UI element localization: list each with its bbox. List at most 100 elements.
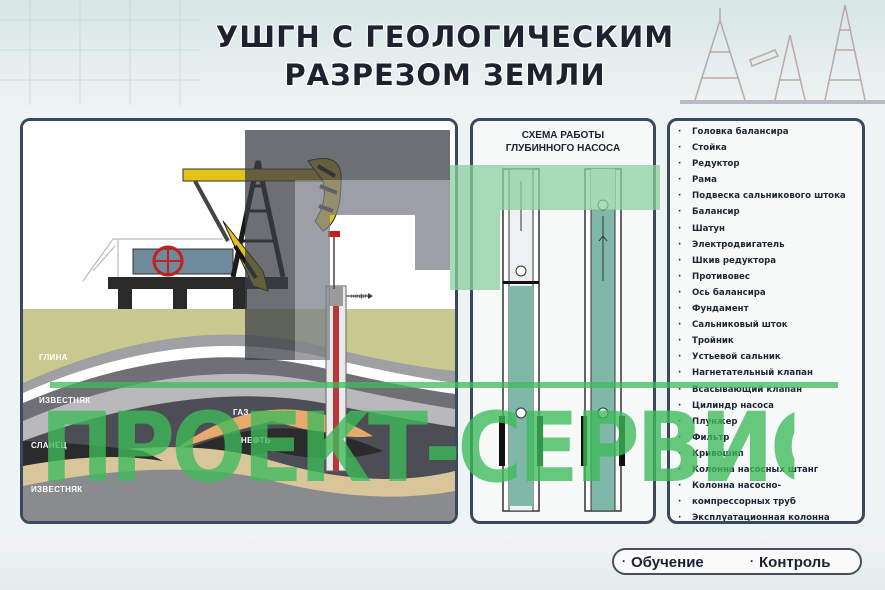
legend-item-label: Цилиндр насоса	[692, 400, 774, 411]
legend-item-label: Редуктор	[692, 159, 740, 170]
legend-bullet: ·	[678, 127, 682, 137]
legend-bullet: ·	[678, 400, 682, 411]
layer-label-clay: ГЛИНА	[39, 353, 68, 362]
legend-item-label: Балансир	[692, 207, 740, 218]
legend-item-label: Фильтр	[692, 432, 730, 443]
legend-item: · Плунжер	[678, 414, 846, 430]
legend-bullet: ·	[678, 368, 682, 379]
page-title-line-2: РАЗРЕЗОМ ЗЕМЛИ	[284, 58, 606, 92]
page-title: УШГН С ГЕОЛОГИЧЕСКИМ РАЗРЕЗОМ ЗЕМЛИ	[180, 18, 710, 94]
legend-item-label: Всасывающий клапан	[692, 384, 803, 395]
training-bullet: ·	[622, 554, 626, 568]
legend-item: · Подвеска сальникового штока	[678, 188, 846, 204]
geology-cross-section	[23, 121, 455, 521]
geology-section-panel: ГЛИНА ИЗВЕСТНЯК ГАЗ СЛАНЕЦ НЕФТЬ ИЗВЕСТН…	[20, 118, 458, 524]
legend-item: · Шатун	[678, 221, 846, 237]
outflow-label: нефть	[351, 293, 372, 300]
training-label: Обучение	[631, 554, 704, 571]
legend-item: · Колонна насосных штанг	[678, 462, 846, 478]
legend-item-label: Эксплуатационная колонна	[692, 513, 830, 524]
legend-bullet: ·	[678, 481, 682, 492]
legend-bullet: ·	[678, 497, 682, 508]
legend-item-label: Сальниковый шток	[692, 320, 788, 331]
pump-scheme-title: СХЕМА РАБОТЫ ГЛУБИННОГО НАСОСА	[473, 129, 653, 155]
layer-label-limestone-top: ИЗВЕСТНЯК	[39, 396, 91, 405]
legend-bullet: ·	[678, 175, 682, 186]
legend-bullet: ·	[678, 416, 682, 427]
legend-item-label: Колонна насосных штанг	[692, 464, 819, 475]
control-button[interactable]: · Контроль	[750, 550, 830, 573]
legend-bullet: ·	[678, 159, 682, 170]
legend-item-label: Шкив редуктора	[692, 255, 777, 266]
legend-item-label: Головка балансира	[692, 127, 789, 137]
layer-label-limestone-bottom: ИЗВЕСТНЯК	[31, 485, 83, 494]
legend-item: · Фундамент	[678, 301, 846, 317]
legend-item-label: Фундамент	[692, 304, 749, 315]
legend-item-label: Стойка	[692, 143, 727, 154]
legend-item: · компрессорных труб	[678, 494, 846, 510]
legend-item: · Нагнетательный клапан	[678, 365, 846, 381]
legend-list: ·Головка балансира·Стойка·Редуктор·Рама·…	[678, 124, 846, 524]
legend-panel: ·Головка балансира·Стойка·Редуктор·Рама·…	[667, 118, 865, 524]
legend-bullet: ·	[678, 143, 682, 154]
legend-bullet: ·	[678, 384, 682, 395]
legend-item-label: Плунжер	[692, 416, 738, 427]
legend-bullet: ·	[678, 287, 682, 298]
pump-scheme-title-line-2: ГЛУБИННОГО НАСОСА	[505, 143, 621, 154]
footer-nav: · Обучение · Контроль	[612, 548, 862, 575]
legend-item: ·Кривошип	[678, 446, 846, 462]
legend-bullet: ·	[678, 255, 682, 266]
legend-bullet: ·	[678, 320, 682, 331]
legend-bullet: ·	[678, 223, 682, 234]
legend-bullet: ·	[678, 432, 682, 443]
legend-item-label: Ось балансира	[692, 287, 766, 298]
legend-item-label: Рама	[692, 175, 717, 186]
legend-item: · Редуктор	[678, 156, 846, 172]
pump-scheme-panel: СХЕМА РАБОТЫ ГЛУБИННОГО НАСОСА	[470, 118, 656, 524]
layer-label-shale: СЛАНЕЦ	[31, 441, 67, 450]
legend-item-label: Шатун	[692, 223, 725, 234]
legend-item-label: Противовес	[692, 271, 750, 282]
control-label: Контроль	[759, 554, 831, 571]
legend-bullet: ·	[678, 271, 682, 282]
legend-item-label: Тройник	[692, 336, 734, 347]
legend-item: · Стойка	[678, 140, 846, 156]
legend-bullet: ·	[678, 513, 682, 524]
legend-item-label: Колонна насосно-	[692, 481, 782, 492]
legend-bullet: ·	[678, 239, 682, 250]
legend-item: · Рама	[678, 172, 846, 188]
legend-item: · Фильтр	[678, 430, 846, 446]
layer-label-gas: ГАЗ	[233, 408, 249, 417]
legend-item: · Электродвигатель	[678, 237, 846, 253]
pump-scheme-title-line-1: СХЕМА РАБОТЫ	[521, 130, 605, 141]
legend-item: · Противовес	[678, 269, 846, 285]
legend-item-label: Подвеска сальникового штока	[692, 191, 846, 202]
legend-bullet: ·	[678, 304, 682, 315]
legend-bullet: ·	[678, 448, 682, 459]
legend-item-label: Устьевой сальник	[692, 352, 781, 363]
legend-item: · Сальниковый шток	[678, 317, 846, 333]
legend-item: · Тройник	[678, 333, 846, 349]
legend-bullet: ·	[678, 207, 682, 218]
legend-item-label: компрессорных труб	[692, 497, 796, 508]
legend-item: · Устьевой сальник	[678, 349, 846, 365]
legend-item-label: Электродвигатель	[692, 239, 785, 250]
legend-bullet: ·	[678, 336, 682, 347]
legend-item: · Шкив редуктора	[678, 253, 846, 269]
legend-bullet: ·	[678, 464, 682, 475]
training-button[interactable]: · Обучение	[622, 550, 704, 573]
legend-item: · Головка балансира	[678, 124, 846, 140]
legend-item: · Балансир	[678, 204, 846, 220]
pump-scheme-diagram	[499, 168, 625, 512]
layer-label-oil: НЕФТЬ	[241, 436, 271, 445]
legend-item: · Колонна насосно-	[678, 478, 846, 494]
legend-item: · Ось балансира	[678, 285, 846, 301]
control-bullet: ·	[750, 554, 754, 568]
legend-item: · Эксплуатационная колонна	[678, 510, 846, 524]
legend-bullet: ·	[678, 352, 682, 363]
legend-item: · Всасывающий клапан	[678, 382, 846, 398]
legend-item: · Цилиндр насоса	[678, 398, 846, 414]
legend-item-label: Нагнетательный клапан	[692, 368, 813, 379]
page-title-line-1: УШГН С ГЕОЛОГИЧЕСКИМ	[215, 20, 675, 54]
legend-bullet: ·	[678, 191, 682, 202]
